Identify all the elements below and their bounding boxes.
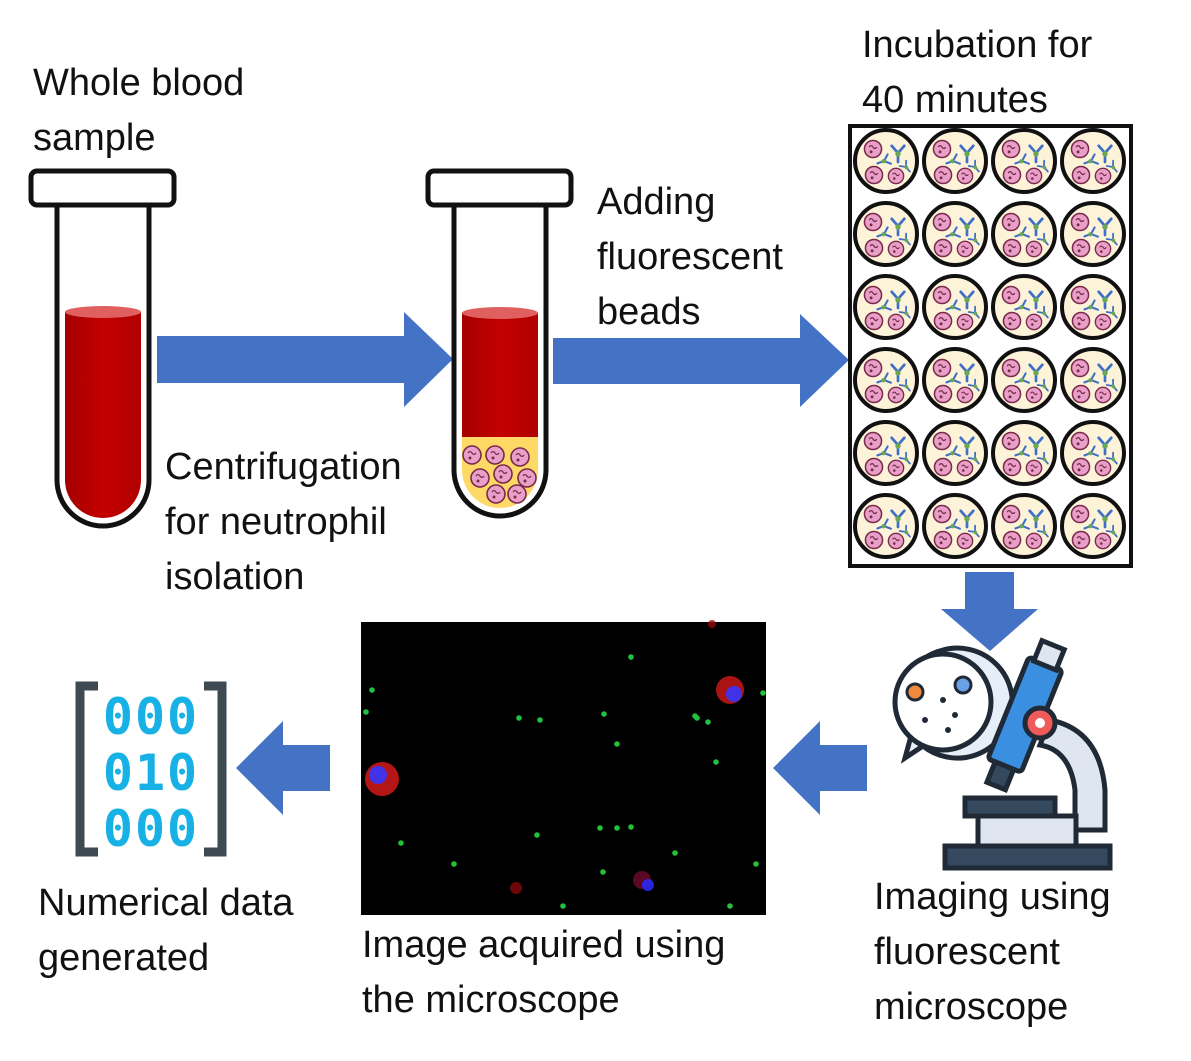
plate-well <box>924 422 986 484</box>
micrograph-image <box>361 620 766 915</box>
plate-well <box>855 495 917 557</box>
plate-well <box>993 276 1055 338</box>
plate-well <box>924 130 986 192</box>
well-plate-icon <box>848 124 1133 568</box>
fluorescent-bead <box>451 861 457 867</box>
plate-well <box>1062 422 1124 484</box>
plate-well <box>855 203 917 265</box>
label-image-acquired: Image acquired using the microscope <box>362 924 726 1021</box>
arrow-left <box>773 721 867 815</box>
binary-digit-row: 010 <box>103 744 199 802</box>
fluorescent-bead <box>601 711 607 717</box>
plate-well <box>1062 349 1124 411</box>
arrow-right <box>157 312 453 407</box>
plate-well <box>1062 276 1124 338</box>
fluorescent-bead <box>398 840 404 846</box>
arrow-left <box>236 721 330 815</box>
fluorescent-bead <box>672 850 678 856</box>
plate-well <box>924 495 986 557</box>
fluorescent-bead <box>537 717 543 723</box>
binary-digit-row: 000 <box>103 800 199 858</box>
plate-well <box>1062 495 1124 557</box>
fluorescent-bead <box>753 861 759 867</box>
plate-well <box>924 349 986 411</box>
centrifuged-tube-icon <box>425 168 574 519</box>
fluorescent-bead <box>369 687 375 693</box>
plate-well <box>924 203 986 265</box>
neutrophil-cell <box>716 676 744 704</box>
label-whole-blood: Whole blood sample <box>33 62 245 159</box>
plate-well <box>1062 130 1124 192</box>
microscope-icon <box>892 637 1113 871</box>
plate-well <box>855 276 917 338</box>
fluorescent-bead <box>727 903 733 909</box>
arrow-down <box>941 572 1038 651</box>
fluorescent-bead <box>363 709 369 715</box>
binary-digit-row: 000 <box>103 688 199 746</box>
plate-well <box>1062 203 1124 265</box>
fluorescent-bead <box>614 741 620 747</box>
blood-tube-icon <box>28 168 177 529</box>
neutrophil-cell <box>365 762 399 796</box>
fluorescent-bead <box>705 719 711 725</box>
fluorescent-bead <box>760 690 766 696</box>
fluorescent-bead <box>534 832 540 838</box>
label-centrifugation: Centrifugation for neutrophil isolation <box>165 446 402 598</box>
plate-well <box>993 422 1055 484</box>
fluorescent-bead <box>516 715 522 721</box>
plate-well <box>993 203 1055 265</box>
plate-well <box>993 349 1055 411</box>
plate-well <box>993 495 1055 557</box>
fluorescent-bead <box>628 654 634 660</box>
fluorescent-bead <box>560 903 566 909</box>
plate-well <box>924 276 986 338</box>
plate-well <box>855 349 917 411</box>
label-incubation: Incubation for 40 minutes <box>862 24 1093 121</box>
plate-well <box>855 422 917 484</box>
plate-well <box>855 130 917 192</box>
fluorescent-bead <box>628 824 634 830</box>
fluorescent-bead <box>597 825 603 831</box>
fluorescent-bead <box>713 759 719 765</box>
label-adding-beads: Adding fluorescent beads <box>597 181 783 333</box>
fluorescent-bead <box>600 869 606 875</box>
arrow-right <box>553 314 849 407</box>
fluorescent-bead <box>614 825 620 831</box>
fluorescent-bead <box>692 713 698 719</box>
plate-well <box>993 130 1055 192</box>
label-imaging: Imaging using fluorescent microscope <box>874 876 1111 1028</box>
neutrophil-cell <box>633 871 654 891</box>
label-numerical-data: Numerical data generated <box>38 882 294 979</box>
